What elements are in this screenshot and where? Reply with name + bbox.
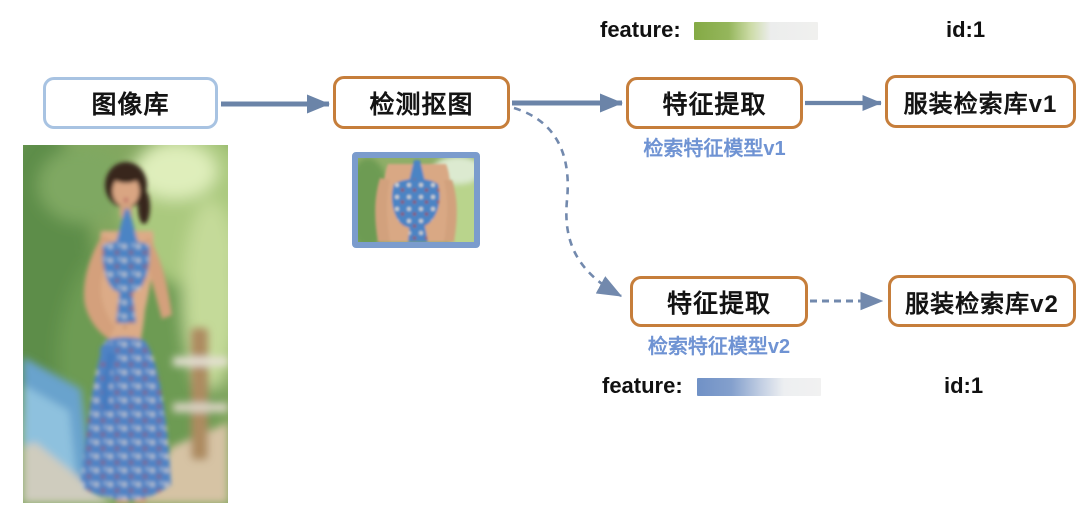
gallery-photo-art: [23, 145, 228, 503]
id-label-bottom: id:1: [944, 373, 984, 398]
node-retrieval-db-v1: 服装检索库v1: [885, 75, 1076, 128]
node-detect-crop: 检测抠图: [333, 76, 510, 129]
feature-label-bottom: feature:: [602, 373, 683, 398]
id-label-top: id:1: [946, 17, 986, 42]
node-image-library: 图像库: [43, 77, 218, 129]
caption-model-v2: 检索特征模型v2: [647, 336, 791, 358]
detected-crop-thumbnail: [352, 152, 480, 248]
node-retrieval-db-v1-label: 服装检索库v1: [903, 91, 1058, 118]
node-feature-extract-v1-label: 特征提取: [662, 91, 767, 119]
dashed-curve-detect-to-feature-v2: [513, 106, 623, 298]
caption-model-v1: 检索特征模型v1: [643, 138, 786, 160]
node-feature-extract-v1: 特征提取: [626, 77, 803, 129]
node-retrieval-db-v2: 服装检索库v2: [888, 275, 1076, 327]
node-feature-extract-v2-label: 特征提取: [666, 289, 771, 318]
feature-label-top: feature:: [600, 17, 681, 42]
node-feature-extract-v2: 特征提取: [630, 276, 808, 327]
feature-vector-bar-green: [694, 22, 818, 40]
detected-crop-art: [358, 158, 474, 242]
node-image-library-label: 图像库: [91, 91, 170, 119]
gallery-photo: [23, 145, 228, 503]
feature-vector-bar-blue: [697, 378, 821, 396]
node-detect-crop-label: 检测抠图: [369, 90, 474, 119]
node-retrieval-db-v2-label: 服装检索库v2: [905, 290, 1059, 318]
